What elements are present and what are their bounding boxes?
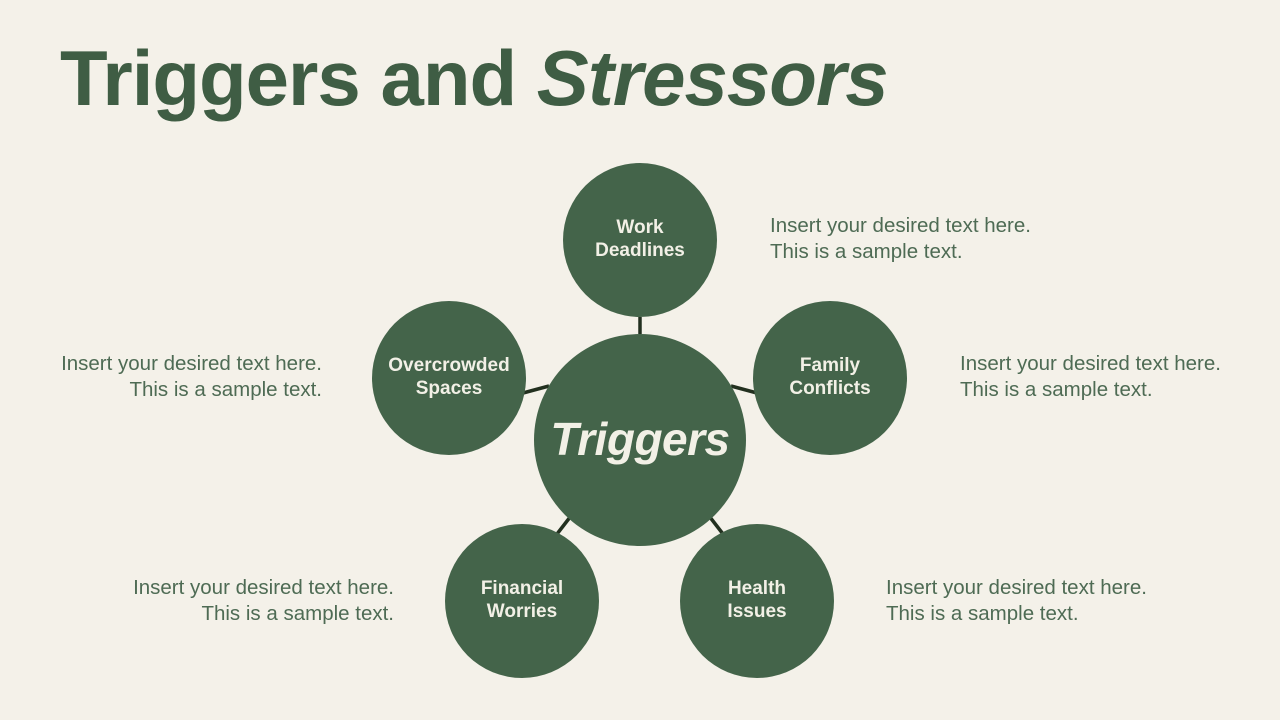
center-node-triggers[interactable]: Triggers [534, 334, 746, 546]
description-family-conflicts: Insert your desired text here. This is a… [960, 351, 1221, 403]
description-overcrowded-spaces-line2: This is a sample text. [129, 378, 322, 402]
description-work-deadlines-line1: Insert your desired text here. [770, 214, 1031, 237]
description-financial-worries-line2: This is a sample text. [201, 602, 394, 626]
page-title: Triggers and Stressors [60, 37, 889, 120]
description-family-conflicts-line2: This is a sample text. [960, 378, 1153, 402]
description-overcrowded-spaces: Insert your desired text here. This is a… [61, 351, 322, 403]
connector-line-family [730, 384, 758, 395]
description-health-issues-line1: Insert your desired text here. [886, 576, 1147, 599]
description-work-deadlines-line2: This is a sample text. [770, 240, 963, 264]
page-title-emphasis: Stressors [536, 34, 889, 122]
description-financial-worries: Insert your desired text here. This is a… [133, 575, 394, 627]
description-health-issues-line2: This is a sample text. [886, 602, 1079, 626]
description-overcrowded-spaces-line1: Insert your desired text here. [61, 352, 322, 375]
description-health-issues: Insert your desired text here. This is a… [886, 575, 1147, 627]
description-financial-worries-line1: Insert your desired text here. [133, 576, 394, 599]
center-node-label: Triggers [550, 413, 730, 466]
connector-line-over [522, 384, 550, 395]
page-title-plain: Triggers and [60, 34, 537, 122]
description-family-conflicts-line1: Insert your desired text here. [960, 352, 1221, 375]
description-work-deadlines: Insert your desired text here. This is a… [770, 213, 1031, 265]
